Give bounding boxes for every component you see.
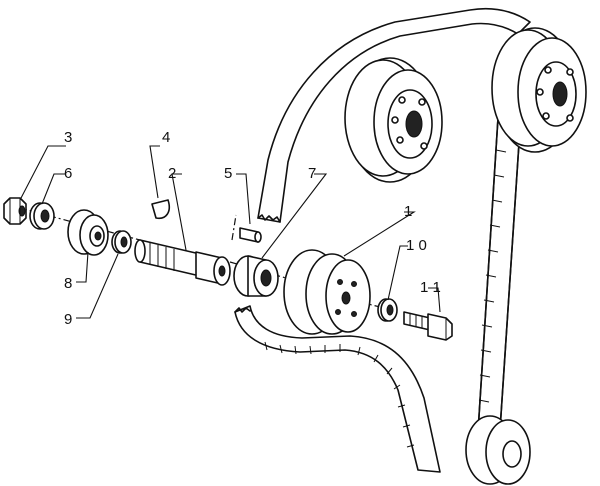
part-11-bolt: [403, 311, 453, 341]
callout-4: 4: [162, 129, 170, 146]
idler-pulley-lower: [465, 415, 531, 485]
part-1-crankshaft-pulley: [283, 249, 371, 335]
part-9-washer: [111, 230, 132, 254]
part-10-washer: [377, 298, 398, 322]
callout-7: 7: [308, 165, 316, 182]
part-7-spacer: [233, 255, 279, 297]
part-5-pin: [239, 227, 262, 243]
camshaft-pulley-right: [491, 27, 587, 153]
part-6-washer: [29, 202, 55, 230]
callout-1: 1: [404, 203, 412, 220]
callout-6: 6: [64, 165, 72, 182]
callout-11: 1 1: [420, 279, 441, 296]
callout-10: 1 0: [406, 237, 427, 254]
part-8-gear: [67, 209, 109, 256]
part-4-key: [151, 199, 171, 220]
part-3-nut: [3, 197, 27, 225]
part-2-shaft: [134, 239, 231, 286]
callout-3: 3: [64, 129, 72, 146]
callout-9: 9: [64, 311, 72, 328]
callout-8: 8: [64, 275, 72, 292]
callout-5: 5: [224, 165, 232, 182]
callout-2: 2: [168, 165, 176, 182]
timing-belt: [234, 7, 531, 473]
camshaft-pulley-left: [344, 57, 443, 183]
leader-lines: [19, 145, 441, 319]
